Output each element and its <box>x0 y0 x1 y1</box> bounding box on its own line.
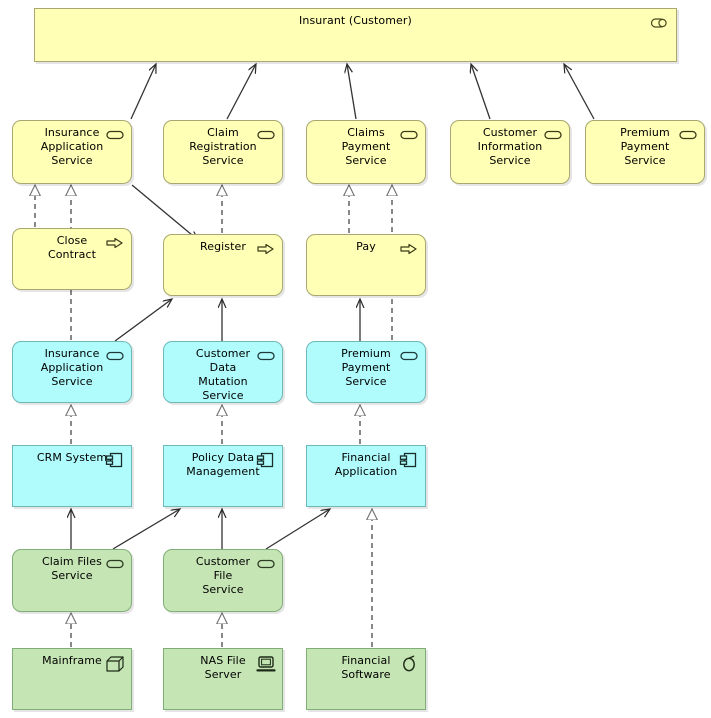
node-label: CRM System <box>36 451 108 464</box>
infrastructure-service-icon <box>256 556 276 570</box>
business-service-icon <box>399 127 419 141</box>
node-register[interactable]: Register <box>163 234 283 296</box>
edge-prem_pay_svc_b-to-insurant <box>564 64 595 120</box>
node-pay[interactable]: Pay <box>306 234 426 296</box>
business-role-icon <box>650 15 670 29</box>
node-icon <box>105 655 125 672</box>
edge-cust_file-to-fin_app <box>265 509 330 550</box>
edge-claims_pay_svc-to-insurant <box>347 64 357 120</box>
application-component-icon <box>256 452 276 468</box>
node-label: Pay <box>356 240 376 253</box>
business-process-icon <box>256 241 276 255</box>
edge-claim_files-to-policy_data <box>112 509 180 550</box>
node-mainframe[interactable]: Mainframe <box>12 648 132 710</box>
business-service-icon <box>256 127 276 141</box>
node-label: Close Contract <box>47 234 97 261</box>
application-component-icon <box>105 452 125 468</box>
application-service-icon <box>399 348 419 362</box>
node-crm[interactable]: CRM System <box>12 445 132 507</box>
node-nas[interactable]: NAS File Server <box>163 648 283 710</box>
edge-ins_app_svc_a-to-register <box>114 299 172 342</box>
device-icon <box>256 655 276 672</box>
business-service-icon <box>105 127 125 141</box>
edge-claim_reg_svc-to-insurant <box>226 64 256 120</box>
system-software-icon <box>399 655 419 672</box>
node-label: NAS File Server <box>200 654 246 681</box>
business-service-icon <box>543 127 563 141</box>
edge-cust_info_svc-to-insurant <box>471 64 491 120</box>
node-label: Insurant (Customer) <box>299 14 412 27</box>
application-component-icon <box>399 452 419 468</box>
node-close_contract[interactable]: Close Contract <box>12 228 132 290</box>
edge-close_contract-to-register <box>131 184 198 240</box>
business-service-icon <box>678 127 698 141</box>
infrastructure-service-icon <box>105 556 125 570</box>
node-label: Register <box>199 240 247 253</box>
node-insurant[interactable]: Insurant (Customer) <box>34 8 677 62</box>
business-process-icon <box>399 241 419 255</box>
application-service-icon <box>256 348 276 362</box>
node-label: Mainframe <box>42 654 102 667</box>
business-process-icon <box>105 235 125 249</box>
application-service-icon <box>105 348 125 362</box>
edge-ins_app_svc_b-to-insurant <box>130 64 156 120</box>
